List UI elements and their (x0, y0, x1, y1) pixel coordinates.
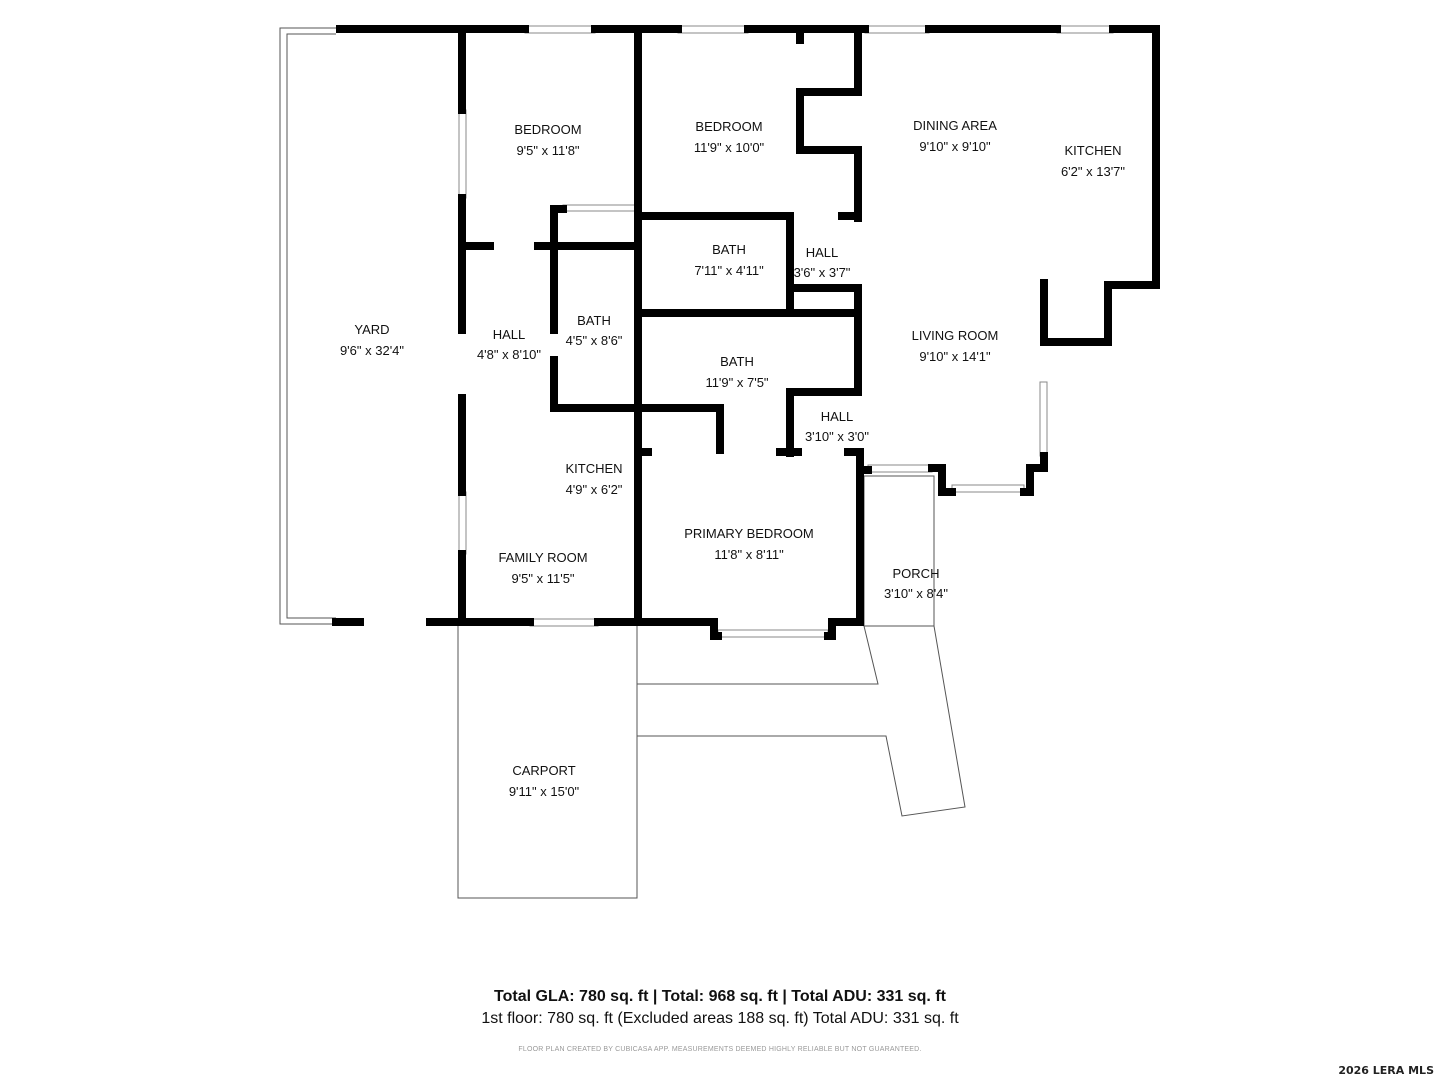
room-dim-bedroom-east: 11'9" x 10'0" (694, 140, 765, 155)
watermark: 2026 LERA MLS (1338, 1064, 1434, 1077)
wall-hall-upper-bottom (786, 284, 862, 316)
window (562, 204, 636, 212)
room-label-hall-upper: HALL (806, 245, 839, 260)
disclaimer: FLOOR PLAN CREATED BY CUBICASA APP. MEAS… (518, 1046, 922, 1053)
room-label-bedroom-east: BEDROOM (695, 119, 762, 134)
window (458, 491, 467, 555)
walkway-lower-outline (637, 625, 966, 817)
room-dim-hall-west: 4'8" x 8'10" (477, 347, 541, 362)
room-label-bedroom-west: BEDROOM (514, 122, 581, 137)
wall-closet-2 (796, 88, 862, 222)
room-label-kitchen-west: KITCHEN (565, 461, 622, 476)
room-dim-bath-middle: 11'9" x 7'5" (705, 375, 768, 390)
room-label-hall-west: HALL (493, 327, 526, 342)
carport-outline (457, 626, 638, 899)
totals-line-2: 1st floor: 780 sq. ft (Excluded areas 18… (481, 1010, 959, 1027)
window (1039, 381, 1048, 457)
room-dim-carport: 9'11" x 15'0" (509, 784, 580, 799)
window (458, 109, 467, 199)
room-dim-dining: 9'10" x 9'10" (919, 139, 991, 154)
room-label-bath-middle: BATH (720, 354, 754, 369)
porch-outline (863, 475, 935, 627)
room-dim-primary-bedroom: 11'8" x 8'11" (714, 547, 784, 562)
room-label-family-room: FAMILY ROOM (498, 550, 587, 565)
totals-line-1: Total GLA: 780 sq. ft | Total: 968 sq. f… (494, 988, 946, 1005)
wall-top-5 (1040, 25, 1160, 346)
window (677, 25, 749, 34)
walkway-upper-outline (637, 625, 879, 685)
room-dim-living: 9'10" x 14'1" (919, 349, 991, 364)
yard-outline (279, 27, 336, 625)
room-dim-kitchen-east: 6'2" x 13'7" (1061, 164, 1125, 179)
room-dim-hall-middle: 3'10" x 3'0" (805, 429, 869, 444)
window (864, 25, 930, 34)
room-label-carport: CARPORT (512, 763, 575, 778)
room-label-hall-middle: HALL (821, 409, 854, 424)
wall-living-bay (928, 464, 956, 496)
window (717, 629, 829, 638)
yard-inner-outline (286, 33, 336, 619)
room-label-porch: PORCH (893, 566, 940, 581)
room-dim-bath-upper: 7'11" x 4'11" (694, 263, 764, 278)
room-dim-porch: 3'10" x 8'4" (884, 586, 948, 601)
wall-living-west (856, 451, 872, 474)
room-label-dining: DINING AREA (913, 118, 997, 133)
wall-bath-small-w2 (550, 356, 724, 454)
room-label-yard: YARD (354, 322, 389, 337)
wall-bottom-3 (594, 618, 722, 640)
window (529, 618, 599, 627)
window (867, 464, 933, 473)
room-dim-bath-small: 4'5" x 8'6" (566, 333, 623, 348)
room-labels: YARD 9'6" x 32'4" BEDROOM 9'5" x 11'8" B… (340, 118, 1125, 799)
wall-living-east (1020, 452, 1048, 496)
walls (332, 25, 1160, 640)
room-label-bath-small: BATH (577, 313, 611, 328)
room-label-primary-bedroom: PRIMARY BEDROOM (684, 526, 814, 541)
room-label-kitchen-east: KITCHEN (1064, 143, 1121, 158)
wall-bath-mid-top (638, 309, 862, 457)
window (951, 484, 1025, 493)
room-dim-bedroom-west: 9'5" x 11'8" (516, 143, 579, 158)
room-label-bath-upper: BATH (712, 242, 746, 257)
room-label-living: LIVING ROOM (912, 328, 999, 343)
floor-plan: YARD 9'6" x 32'4" BEDROOM 9'5" x 11'8" B… (279, 25, 1160, 899)
window (524, 25, 596, 34)
wall-bottom-4 (824, 451, 864, 640)
window (1056, 25, 1114, 34)
room-dim-yard: 9'6" x 32'4" (340, 343, 404, 358)
room-dim-family-room: 9'5" x 11'5" (511, 571, 574, 586)
room-dim-hall-upper: 3'6" x 3'7" (794, 265, 851, 280)
room-dim-kitchen-west: 4'9" x 6'2" (566, 482, 623, 497)
